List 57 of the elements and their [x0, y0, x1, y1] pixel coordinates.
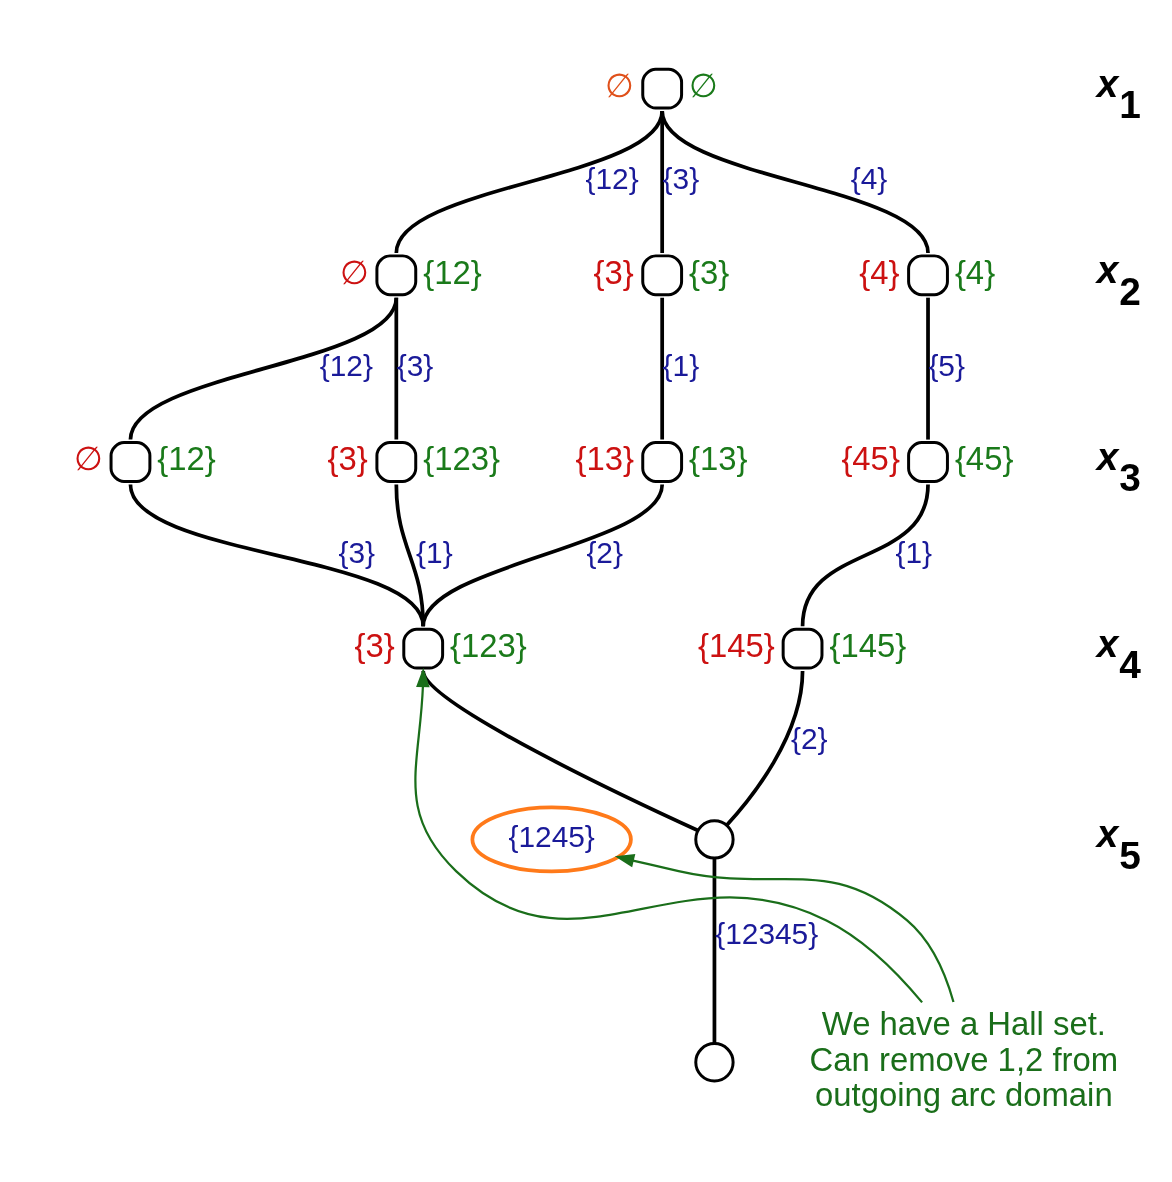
node-label: {4} — [954, 253, 996, 291]
node-circle — [694, 1041, 735, 1082]
node-label: {3} — [327, 439, 368, 477]
connector — [394, 483, 426, 626]
node-label: {12} — [423, 253, 482, 291]
node-label: {4} — [859, 253, 900, 291]
edge-label: {12} — [319, 348, 373, 382]
node-circle — [375, 253, 418, 296]
node-circle — [641, 440, 684, 483]
node-label: {3} — [689, 253, 730, 291]
node-label: {45} — [841, 439, 900, 477]
node-label: ∅ — [73, 439, 103, 477]
connector — [128, 483, 425, 627]
edge-label: {2} — [791, 721, 828, 755]
node-label: ∅ — [605, 66, 635, 104]
node-label: {3} — [354, 626, 395, 664]
node-label: {145} — [698, 626, 775, 664]
node-label: {12} — [157, 439, 216, 477]
arrow — [414, 667, 923, 1003]
connector — [660, 109, 930, 253]
edge-label: {4} — [850, 161, 888, 195]
connector — [128, 296, 399, 440]
connector — [725, 670, 805, 827]
node-text: We have a Hall set. Can remove 1,2 from outgoing arc domain — [809, 1004, 1119, 1113]
node-circle — [641, 67, 684, 109]
node-circle — [907, 253, 949, 296]
edge-label: {12} — [585, 161, 639, 195]
node-circle — [907, 440, 949, 483]
connector — [394, 297, 399, 440]
node-label: {3} — [593, 253, 634, 291]
connector — [660, 297, 665, 440]
node-label: {123} — [423, 439, 500, 477]
connector — [712, 857, 717, 1043]
node-label: ∅ — [689, 66, 719, 104]
node-circle — [694, 818, 735, 860]
node-label: {45} — [954, 439, 1014, 477]
connector — [421, 669, 699, 832]
node-circle — [781, 627, 824, 670]
connector — [421, 483, 664, 627]
arrow — [614, 853, 955, 1002]
node-label: ∅ — [339, 253, 369, 291]
connector — [660, 110, 665, 253]
node-label: {145} — [829, 626, 907, 664]
edge-label: {3} — [338, 535, 376, 569]
connector — [800, 483, 930, 627]
connector — [926, 297, 930, 440]
edge-label: {1} — [895, 535, 933, 569]
node-label: {13} — [575, 439, 635, 477]
node-circle — [375, 440, 418, 483]
node-circle — [641, 253, 684, 296]
edge-label: {2} — [586, 535, 623, 569]
edge-label: {1} — [416, 535, 453, 569]
node-circle — [402, 627, 445, 670]
node-ellipse: {1245} — [470, 805, 633, 873]
node-label: {13} — [689, 439, 748, 477]
node-circle — [109, 440, 152, 483]
node-label: {123} — [450, 626, 527, 664]
